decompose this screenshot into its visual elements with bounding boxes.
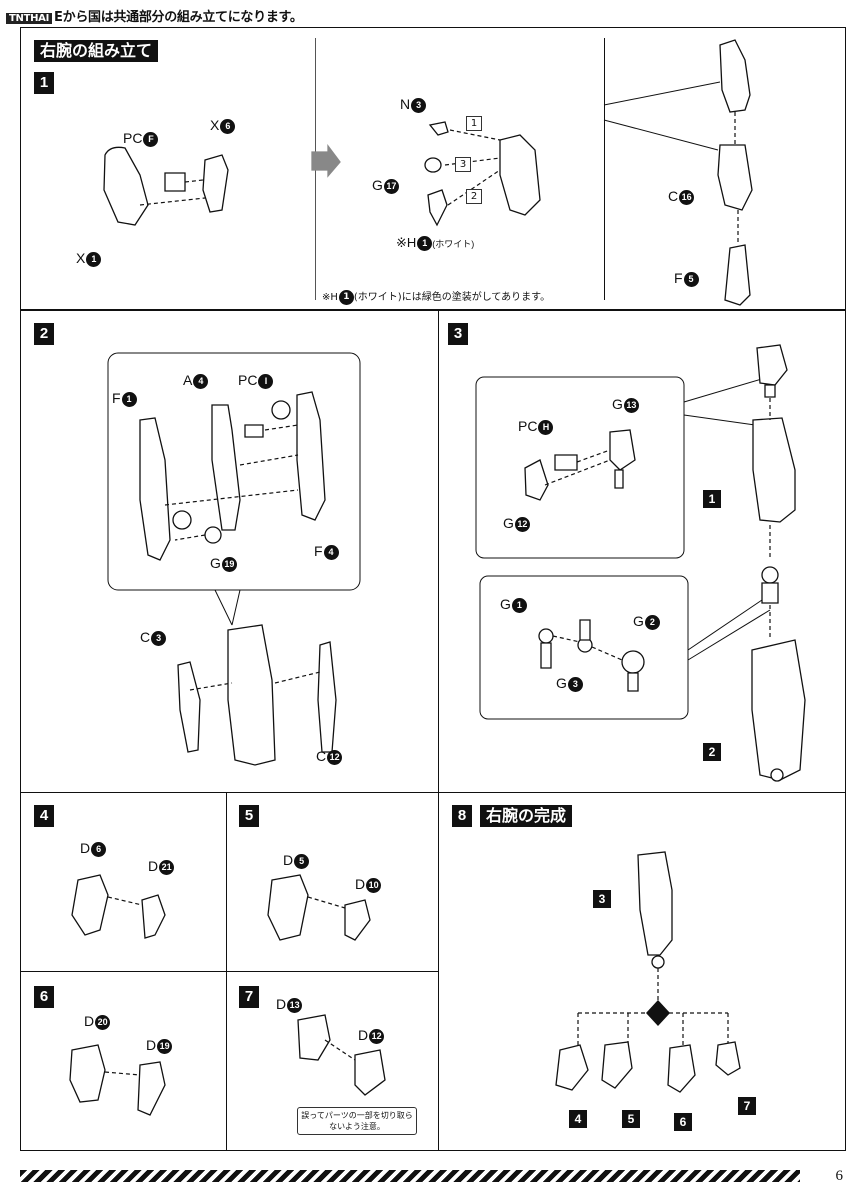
section-title-complete: 右腕の完成	[480, 805, 573, 827]
part-number-circle: 6	[220, 118, 236, 134]
part-number-circle: 1	[121, 391, 137, 407]
callout-4: 4	[569, 1110, 587, 1128]
order-box: 1	[466, 116, 482, 131]
step-number-6: 6	[34, 986, 54, 1008]
part-number-circle: 19	[221, 556, 237, 572]
part-number-circle: 21	[159, 859, 175, 875]
part-number-circle: 2	[644, 614, 660, 630]
order-box: 3	[455, 157, 471, 172]
part-number-circle: 17	[383, 178, 399, 194]
callout-1: 1	[703, 490, 721, 508]
step-number-5: 5	[239, 805, 259, 827]
caution-note: 誤ってパーツの一部を切り取らないよう注意。	[297, 1107, 417, 1135]
header-text: Eから国は共通部分の組み立てになります。	[54, 10, 303, 25]
step-number-7: 7	[239, 986, 259, 1008]
divider	[604, 38, 605, 300]
part-number-circle: 3	[567, 676, 583, 692]
watermark-logo: TNTHAI	[6, 13, 53, 24]
part-number-circle: 5	[683, 271, 699, 287]
part-number-circle: 19	[157, 1038, 173, 1054]
footer-stripes	[20, 1170, 800, 1182]
part-number-circle: 13	[623, 397, 639, 413]
part-number-circle: F	[143, 131, 159, 147]
part-number-circle: 3	[151, 630, 167, 646]
step-number-4: 4	[34, 805, 54, 827]
part-number-circle: 5	[294, 853, 310, 869]
part-number-circle: 6	[91, 841, 107, 857]
part-number-circle: 12	[369, 1028, 385, 1044]
step-number-2: 2	[34, 323, 54, 345]
part-number-circle: 12	[514, 516, 530, 532]
section-title: 右腕の組み立て	[34, 40, 159, 62]
section-1-frame	[20, 27, 846, 310]
callout-5: 5	[622, 1110, 640, 1128]
part-number-circle: H	[538, 419, 554, 435]
part-number-circle: 4	[323, 544, 339, 560]
part-number-circle: 20	[95, 1014, 111, 1030]
part-number-circle: I	[258, 373, 274, 389]
step-number-3: 3	[448, 323, 468, 345]
page-number: 6	[835, 1168, 844, 1184]
callout-2: 2	[703, 743, 721, 761]
part-number-circle: 16	[679, 189, 695, 205]
part-number-circle: 1	[417, 236, 433, 252]
part-number-circle: 3	[411, 97, 427, 113]
step-number-8: 8	[452, 805, 472, 827]
callout-3: 3	[593, 890, 611, 908]
section-8-frame	[438, 792, 846, 1151]
part-number-circle: 12	[327, 749, 343, 765]
order-box: 2	[466, 189, 482, 204]
callout-6: 6	[674, 1113, 692, 1131]
part-number-circle: 1	[86, 251, 102, 267]
step-number-1: 1	[34, 72, 54, 94]
part-number-circle: 10	[366, 877, 382, 893]
part-number-circle: 4	[193, 373, 209, 389]
callout-7: 7	[738, 1097, 756, 1115]
part-number-circle: 13	[287, 997, 303, 1013]
part-number-circle: 1	[338, 289, 354, 305]
part-number-circle: 1	[511, 597, 527, 613]
